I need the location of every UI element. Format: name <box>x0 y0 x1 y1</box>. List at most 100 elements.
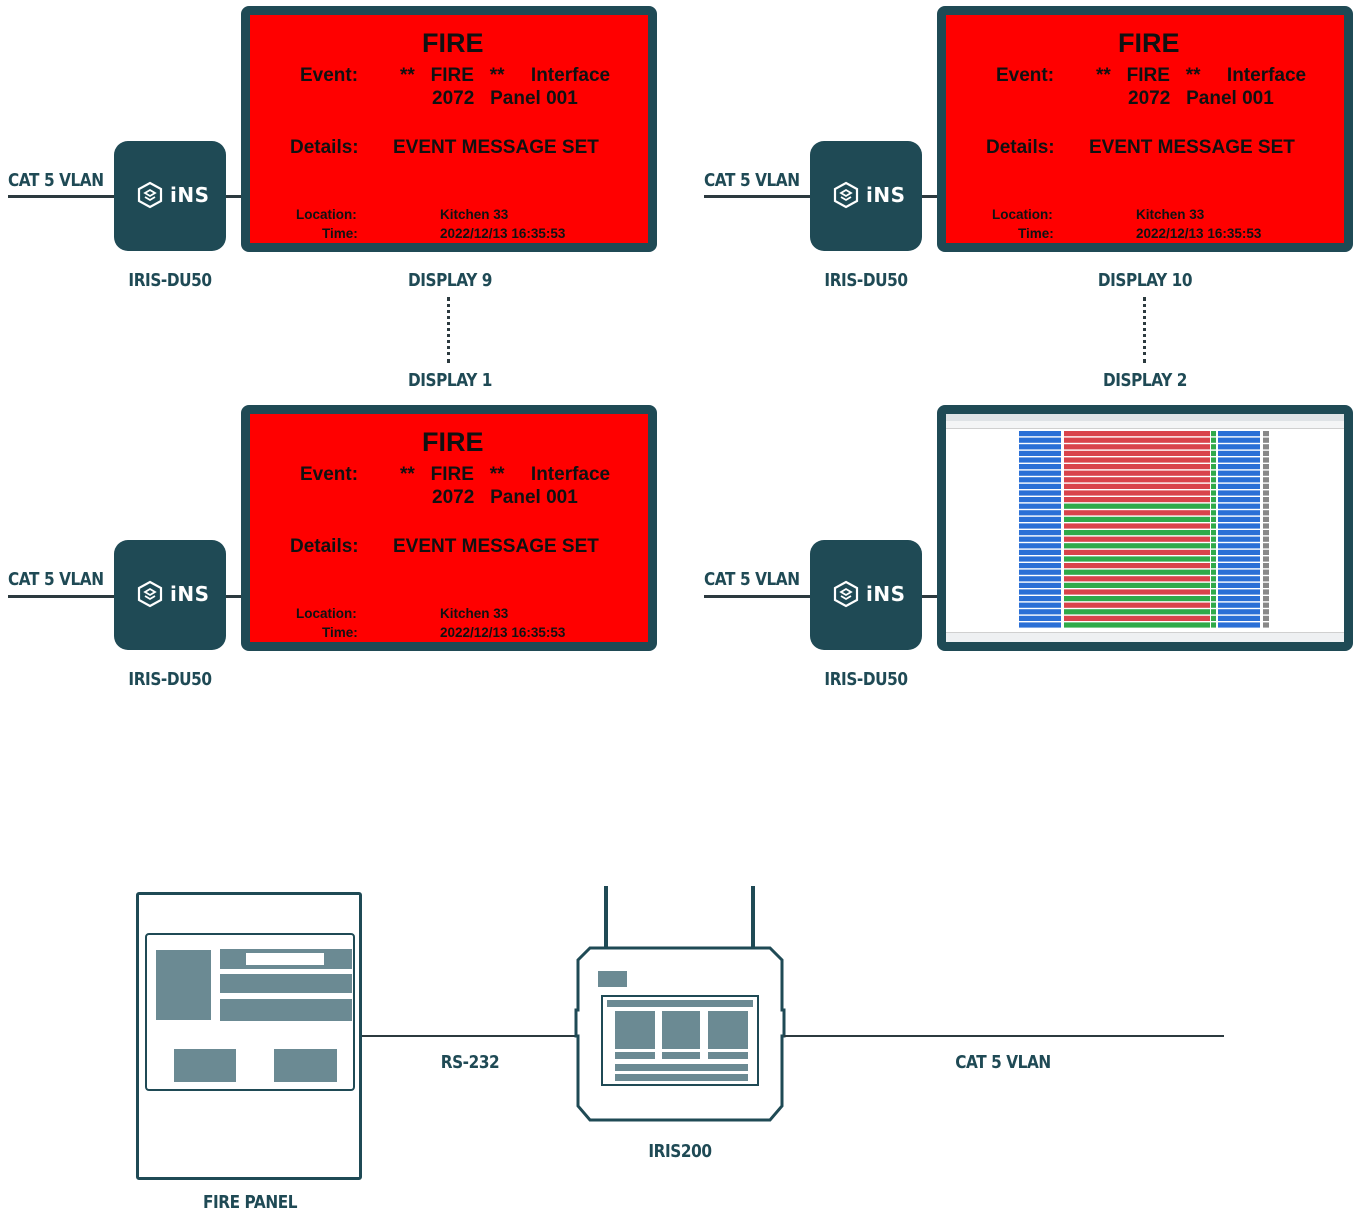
log-row-message <box>1064 622 1210 628</box>
location-label: Location: <box>296 207 357 222</box>
log-row-action <box>1263 497 1269 503</box>
display-name: DISPLAY 1 <box>408 370 492 391</box>
log-row-action <box>1263 431 1269 437</box>
iris200-label: IRIS200 <box>648 1141 712 1162</box>
log-row-time <box>1218 582 1260 588</box>
fire-alarm-screen: FIRE Event: ** FIRE ** Interface 2072 Pa… <box>946 15 1344 243</box>
log-row-time <box>1218 602 1260 608</box>
log-row-time <box>1218 431 1260 437</box>
log-row-time <box>1218 464 1260 470</box>
ins-logo-text: iNS <box>866 183 906 207</box>
location-value: Kitchen 33 <box>440 606 509 621</box>
ins-cube-icon <box>137 580 163 608</box>
log-row-action <box>1263 556 1269 562</box>
fire-panel-bar-3 <box>220 999 352 1021</box>
details-value: EVENT MESSAGE SET <box>393 137 599 158</box>
device-label: IRIS-DU50 <box>824 669 908 690</box>
display-name: DISPLAY 9 <box>408 270 492 291</box>
fire-panel-lcd <box>246 953 324 965</box>
log-row-source <box>1019 556 1061 562</box>
iris-du50-device: iNS <box>114 540 226 650</box>
network-cable <box>8 195 116 198</box>
event-line-2: 2072 Panel 001 <box>1128 88 1274 109</box>
log-row-status <box>1211 444 1216 450</box>
network-cable <box>704 195 812 198</box>
browser-tab-bar <box>946 414 1344 421</box>
log-row-time <box>1218 556 1260 562</box>
log-row-message <box>1064 549 1210 555</box>
log-row-action <box>1263 444 1269 450</box>
log-row-source <box>1019 543 1061 549</box>
video-cable <box>226 595 242 598</box>
log-row-action <box>1263 464 1269 470</box>
fire-panel-front <box>145 933 355 1091</box>
log-row-message <box>1064 516 1210 522</box>
ins-cube-icon <box>833 580 859 608</box>
log-row-source <box>1019 437 1061 443</box>
network-cable <box>704 595 812 598</box>
log-row-time <box>1218 490 1260 496</box>
fire-alarm-screen: FIRE Event: ** FIRE ** Interface 2072 Pa… <box>250 414 648 642</box>
log-row-action <box>1263 596 1269 602</box>
details-label: Details: <box>290 137 359 158</box>
iris200-device <box>574 886 786 1122</box>
log-row-status <box>1211 450 1216 456</box>
log-row-time <box>1218 622 1260 628</box>
network-label: CAT 5 VLAN <box>8 569 104 590</box>
log-row-action <box>1263 530 1269 536</box>
browser-status-bar <box>946 632 1344 642</box>
log-row-message <box>1064 615 1210 621</box>
device-label: IRIS-DU50 <box>128 669 212 690</box>
video-cable <box>922 595 938 598</box>
fire-panel-button-right <box>274 1049 337 1082</box>
log-row-source <box>1019 622 1061 628</box>
log-row-status <box>1211 503 1216 509</box>
network-label: CAT 5 VLAN <box>8 170 104 191</box>
log-row-time <box>1218 437 1260 443</box>
log-row-status <box>1211 530 1216 536</box>
log-row-source <box>1019 530 1061 536</box>
log-row-source <box>1019 503 1061 509</box>
time-value: 2022/12/13 16:35:53 <box>440 226 566 241</box>
video-cable <box>922 195 938 198</box>
log-row-source <box>1019 470 1061 476</box>
network-label: CAT 5 VLAN <box>704 170 800 191</box>
log-row-message <box>1064 457 1210 463</box>
location-label: Location: <box>296 606 357 621</box>
log-row-message <box>1064 437 1210 443</box>
log-row-source <box>1019 609 1061 615</box>
log-row-message <box>1064 497 1210 503</box>
device-label: IRIS-DU50 <box>824 270 908 291</box>
ins-logo-text: iNS <box>170 582 210 606</box>
ins-logo-text: iNS <box>866 582 906 606</box>
display-9-monitor: FIRE Event: ** FIRE ** Interface 2072 Pa… <box>241 6 657 252</box>
log-row-status <box>1211 437 1216 443</box>
log-row-message <box>1064 602 1210 608</box>
log-row-action <box>1263 622 1269 628</box>
event-line-1: ** FIRE ** Interface <box>1096 65 1307 86</box>
log-row-message <box>1064 589 1210 595</box>
log-row-message <box>1064 503 1210 509</box>
log-row-action <box>1263 470 1269 476</box>
log-row-status <box>1211 510 1216 516</box>
log-row-time <box>1218 483 1260 489</box>
log-row-message <box>1064 543 1210 549</box>
log-row-message <box>1064 563 1210 569</box>
log-row-source <box>1019 464 1061 470</box>
log-row-status <box>1211 431 1216 437</box>
network-label: CAT 5 VLAN <box>704 569 800 590</box>
log-row-time <box>1218 609 1260 615</box>
log-row-source <box>1019 615 1061 621</box>
log-row-status <box>1211 589 1216 595</box>
log-row-source <box>1019 431 1061 437</box>
log-row-action <box>1263 563 1269 569</box>
display-10-monitor: FIRE Event: ** FIRE ** Interface 2072 Pa… <box>937 6 1353 252</box>
rs232-cable <box>362 1035 580 1037</box>
dotted-connector <box>1143 297 1146 363</box>
log-row-action <box>1263 615 1269 621</box>
log-row-action <box>1263 516 1269 522</box>
log-row-status <box>1211 549 1216 555</box>
log-row-time <box>1218 510 1260 516</box>
antenna-left <box>604 886 608 950</box>
log-row-time <box>1218 543 1260 549</box>
